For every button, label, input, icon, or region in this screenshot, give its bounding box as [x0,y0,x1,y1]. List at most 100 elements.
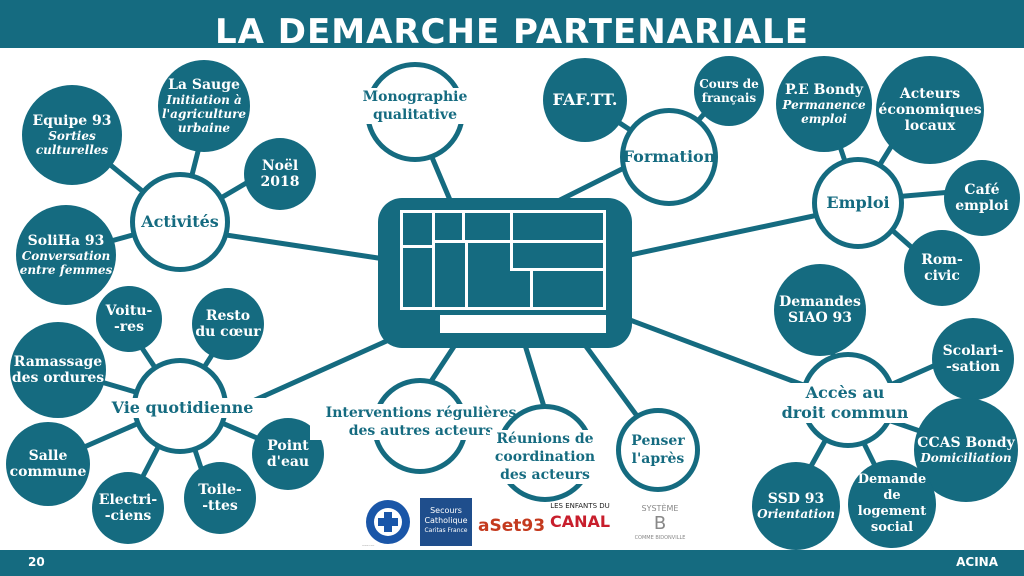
label-reunions-line3: des acteurs [500,467,590,483]
node-ramassage: Ramassage des ordures [10,322,106,418]
node-scolari-l1: Scolari- [942,343,1004,359]
node-demandes-siao: Demandes SIAO 93 [774,264,866,356]
medecins-du-monde-text: MÉDECINS DU MONDE [362,546,375,547]
node-equipe-93-sub1: Sorties [48,129,96,143]
node-logement-l2: de logement [857,488,927,519]
node-voitures-l1: Voitu- [105,303,153,319]
node-cafe-l1: Café [964,182,1000,198]
node-soliha-sub2: entre femmes [19,263,113,277]
node-noel-2018: Noël 2018 [244,138,316,210]
hub-emploi-label: Emploi [826,193,890,212]
hub-emploi: Emploi [812,157,904,249]
hub-acces-line2: droit commun [781,403,909,422]
label-reunions-line1: Réunions de [496,431,594,447]
node-faftt: FAF.TT. [543,58,627,142]
secours-line3: Caritas France [424,527,468,534]
label-penser-line2: l'après [631,451,685,467]
node-rom-civic: Rom- civic [904,230,980,306]
title-bar [0,0,1024,48]
node-soliha-sub1: Conversation [21,249,111,263]
page-number: 20 [28,555,45,569]
label-penser-line1: Penser [631,433,685,449]
node-acteurs-economiques: Acteurs économiques locaux [876,56,984,164]
node-faftt-label: FAF.TT. [552,90,618,109]
label-monographie: Monographie qualitative [352,88,478,124]
hub-formation: Formation [620,108,718,206]
node-electriciens-l1: Electri- [98,492,158,508]
node-acteurs-l2: économiques [878,102,982,118]
node-demande-logement: Demande de logement social [848,460,936,548]
node-toilettes-l1: Toile- [198,482,242,498]
systeme-line1: SYSTÈME [641,504,679,513]
node-la-sauge-title: La Sauge [168,77,240,93]
label-interventions-line2: des autres acteurs [348,423,494,439]
hub-vie-quotidienne: Vie quotidienne [95,398,270,418]
node-point-l1: Point [267,438,309,454]
node-electriciens: Electri- -ciens [92,472,164,544]
node-ramassage-l1: Ramassage [13,354,103,370]
node-resto-l2: du cœur [195,324,261,340]
slide-title: LA DEMARCHE PARTENARIALE [214,12,810,52]
node-scolari-l2: -sation [945,359,1001,375]
node-acteurs-l1: Acteurs [899,86,961,102]
node-noel-year: 2018 [260,174,300,190]
node-toilettes-l2: -ttes [202,498,238,514]
secours-line1: Secours [430,506,462,515]
node-point-d-eau: Point d'eau [252,418,324,490]
center-plan-icon [378,198,632,348]
node-equipe-93-sub2: culturelles [35,143,109,157]
node-ccas-title: CCAS Bondy [917,435,1015,451]
node-rom-l2: civic [924,268,960,284]
footer-org: ACINA [956,555,998,569]
label-monographie-line1: Monographie [362,89,468,105]
node-resto-l1: Resto [205,308,251,324]
node-ramassage-l2: des ordures [11,370,105,386]
node-ssd-93: SSD 93 Orientation [752,462,840,550]
secours-line2: Catholique [424,516,468,525]
label-reunions: Réunions de coordination des acteurs [490,430,600,484]
node-salle-commune: Salle commune [6,422,90,506]
systeme-b-logo: SYSTÈME B COMME BIDONVILLE [622,504,698,544]
node-noel-title: Noël [261,158,299,174]
node-pe-bondy: P.E Bondy Permanence emploi [776,56,872,152]
node-pe-bondy-sub1: Permanence [782,98,866,112]
node-resto-du-coeur: Resto du cœur [192,288,264,360]
medecins-du-monde-logo [366,500,410,544]
node-equipe-93-title: Equipe 93 [32,113,112,129]
node-ccas-sub: Domiciliation [920,451,1012,465]
node-voitures: Voitu- -res [96,286,162,352]
node-cours-de-francais: Cours de français [694,56,764,126]
node-pe-bondy-title: P.E Bondy [785,82,863,98]
systeme-line2: B [653,513,667,534]
node-cafe-l2: emploi [955,198,1009,214]
node-toilettes: Toile- -ttes [184,462,256,534]
hub-formation-label: Formation [622,147,716,166]
hub-vie-quotidienne-label: Vie quotidienne [111,398,254,417]
label-monographie-line2: qualitative [372,107,458,123]
hub-activites: Activités [130,172,230,272]
node-scolarisation: Scolari- -sation [932,318,1014,400]
node-point-l2: d'eau [266,454,310,470]
footer-bar [0,550,1024,576]
label-reunions-line2: coordination [494,449,596,465]
node-equipe-93: Equipe 93 Sorties culturelles [22,85,122,185]
node-electriciens-l2: -ciens [104,508,152,524]
node-la-sauge: La Sauge Initiation à l'agriculture urba… [158,60,250,152]
aset93-logo: aSet93 [478,516,546,536]
node-ssd-title: SSD 93 [767,491,825,507]
node-logement-l3: social [870,520,914,535]
node-siao-l1: Demandes [779,294,861,310]
node-la-sauge-sub1: Initiation à [166,93,242,107]
node-salle-l2: commune [9,464,87,480]
node-la-sauge-sub3: urbaine [177,121,231,135]
secours-catholique-logo: Secours Catholique Caritas France [420,498,472,546]
node-logement-l1: Demande [857,472,927,487]
node-cafe-emploi: Café emploi [944,160,1020,236]
node-cours-l2: français [701,91,757,105]
node-soliha-title: SoliHa 93 [27,233,105,249]
enfants-line1: LES ENFANTS DU [550,502,610,510]
hub-acces-droit-commun: Accès au droit commun [770,383,920,423]
hub-acces-line1: Accès au [805,383,885,402]
node-acteurs-l3: locaux [904,118,956,134]
